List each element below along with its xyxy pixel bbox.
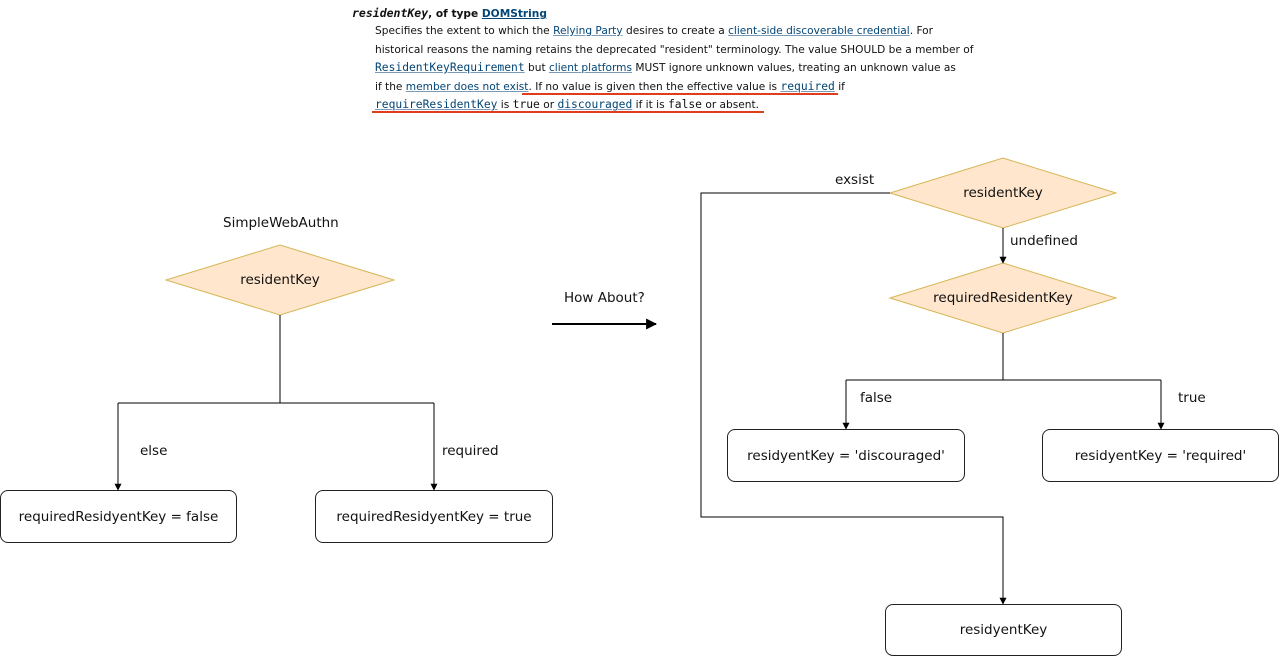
highlight-underline-2 [372, 111, 764, 113]
result-box-discouraged: residyentKey = 'discouraged' [727, 429, 965, 482]
spec-text: or [539, 99, 558, 112]
spec-line-1: Specifies the extent to which the Relyin… [375, 22, 950, 41]
result-box-residentkey: residyentKey [885, 604, 1122, 656]
link-resident-key-requirement[interactable]: ResidentKeyRequirement [375, 61, 525, 75]
result-box-false: requiredResidyentKey = false [0, 490, 237, 543]
result-box-true: requiredResidyentKey = true [315, 490, 553, 543]
edge-label-else: else [140, 443, 168, 459]
link-member-does-not-exist[interactable]: member does not exist [405, 80, 529, 93]
spec-text: Specifies the extent to which the [375, 25, 554, 37]
arrow-exists [700, 192, 1007, 605]
link-client-side-discoverable-credential[interactable]: client-side discoverable credential [728, 25, 910, 37]
edge-label-true: true [1178, 390, 1206, 406]
spec-description: Specifies the extent to which the Relyin… [375, 22, 973, 115]
spec-line-2: historical reasons the naming retains th… [375, 41, 973, 60]
link-discouraged[interactable]: discouraged [557, 98, 633, 112]
edge-label-exsist: exsist [835, 172, 875, 188]
right-top-decision-label: residentKey [963, 185, 1043, 201]
spec-text: if [834, 80, 845, 93]
spec-text: MUST ignore unknown values, treating an … [631, 62, 956, 75]
spec-text: . For [909, 25, 933, 37]
spec-text: . If no value is given then the effectiv… [528, 80, 781, 93]
type-link-domstring[interactable]: DOMString [481, 8, 547, 20]
spec-term: residentKey [352, 6, 429, 20]
spec-text: desires to create a [622, 25, 729, 37]
how-about-label: How About? [564, 290, 645, 306]
code-true: true [512, 98, 540, 112]
spec-definition-heading: residentKey, of type DOMString [352, 4, 952, 22]
spec-text: but [524, 62, 549, 75]
edge-label-false: false [860, 390, 893, 406]
spec-text: is [497, 99, 513, 112]
spec-text: historical reasons the naming retains th… [375, 43, 974, 56]
highlight-underline-1 [522, 93, 838, 95]
spec-line-5: requireResidentKey is true or discourage… [375, 96, 950, 115]
link-require-resident-key[interactable]: requireResidentKey [375, 98, 498, 112]
code-false: false [667, 98, 702, 112]
spec-text: if the [375, 80, 406, 93]
left-flow-title: SimpleWebAuthn [223, 215, 339, 231]
spec-line-4: if the member does not exist. If no valu… [375, 78, 950, 97]
result-box-required: residyentKey = 'required' [1042, 429, 1279, 482]
spec-text: or absent. [701, 99, 760, 112]
spec-line-3: ResidentKeyRequirement but client platfo… [375, 59, 956, 78]
edge-label-required: required [442, 443, 499, 459]
right-mid-decision-label: requiredResidentKey [933, 290, 1073, 306]
spec-excerpt: residentKey, of type DOMString Specifies… [352, 4, 973, 115]
link-relying-party[interactable]: Relying Party [553, 25, 623, 37]
spec-type-prefix: , of type [428, 8, 482, 20]
spec-text: if it is [632, 99, 668, 112]
link-client-platforms[interactable]: client platforms [548, 62, 632, 75]
link-required[interactable]: required [780, 79, 835, 93]
edge-label-undefined: undefined [1010, 233, 1078, 249]
left-decision-label: residentKey [240, 272, 320, 288]
